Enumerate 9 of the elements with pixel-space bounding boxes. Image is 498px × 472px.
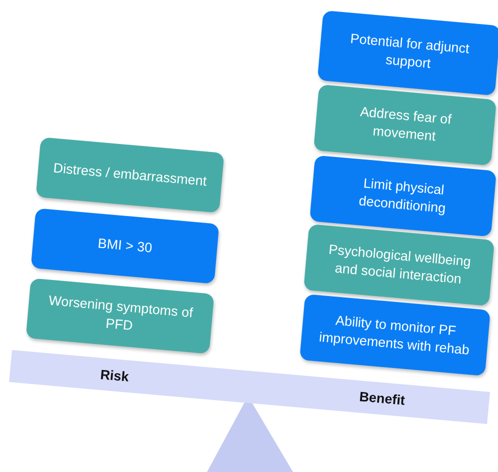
factor-card: Address fear of movement [313,84,497,166]
scale-side-label: Risk [100,367,130,384]
factor-card: BMI > 30 [30,208,220,284]
factor-card: Limit physical deconditioning [309,155,497,237]
factor-card: Potential for adjunct support [317,10,498,96]
factor-card: Ability to monitor PF improvements with rehab [299,294,491,376]
factor-card: Worsening symptoms of PFD [26,278,214,354]
factor-card: Distress / embarrassment [36,137,224,213]
scale-side-label: Benefit [358,389,406,408]
